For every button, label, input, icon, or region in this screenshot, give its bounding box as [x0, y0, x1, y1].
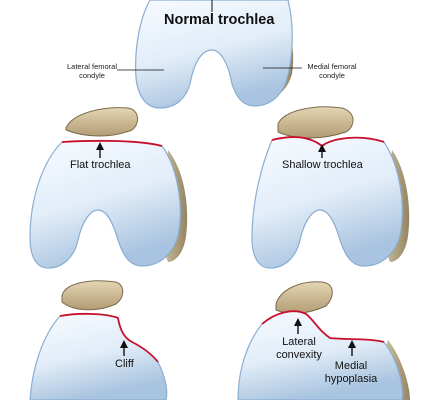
lateral-convexity-label: Lateral convexity [276, 336, 322, 361]
normal-trochlea-label: Normal trochlea [164, 12, 275, 28]
medial-condyle-label: Medial femoral condyle [307, 62, 357, 80]
femur-cliff-body [29, 313, 168, 400]
femur-normal [117, 0, 302, 109]
femur-cliff [29, 280, 168, 400]
femur-convexity [237, 281, 410, 400]
patella-shallow [277, 106, 354, 139]
femur-shallow-body [251, 136, 403, 269]
lateral-condyle-label: Lateral femoral condyle [66, 62, 118, 80]
patella-cliff [61, 280, 124, 311]
convexity-contour-line [261, 310, 385, 343]
flat-contour-line [61, 139, 163, 147]
flat-trochlea-label: Flat trochlea [70, 159, 131, 171]
shallow-trochlea-label: Shallow trochlea [282, 159, 363, 171]
femur-shallow [251, 106, 410, 269]
patella-flat [65, 107, 138, 137]
femur-normal-body [135, 0, 293, 109]
femur-flat-body [29, 140, 181, 269]
patella-convexity [275, 281, 333, 314]
cliff-contour-line [59, 312, 159, 363]
femur-flat [29, 107, 188, 269]
medial-hypoplasia-label: Medial hypoplasia [324, 360, 378, 385]
cliff-label: Cliff [115, 358, 134, 370]
